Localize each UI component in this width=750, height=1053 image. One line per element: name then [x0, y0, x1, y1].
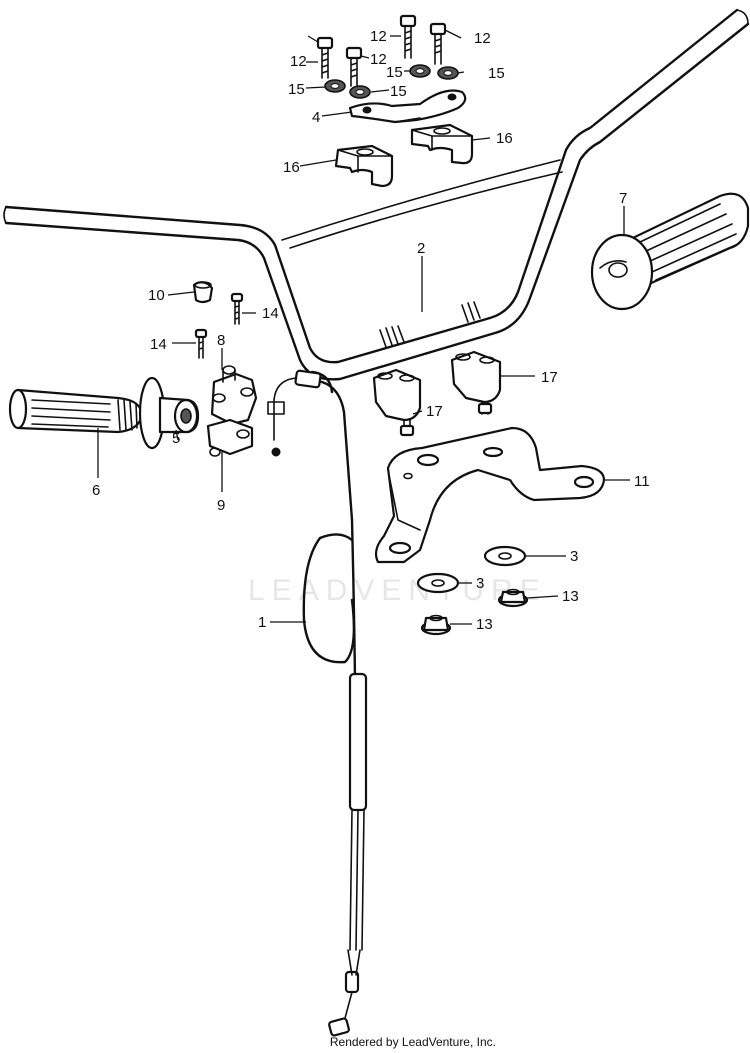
callout-15: 15	[288, 81, 305, 98]
callout-labels: 12 12 12 12 15 15 15 15 4 16 16 2 7 10 1…	[92, 28, 650, 633]
callout-16: 16	[283, 159, 300, 176]
callout-3: 3	[570, 548, 578, 565]
callout-15: 15	[488, 65, 505, 82]
callout-10: 10	[148, 287, 165, 304]
lower-holder-17-left	[372, 368, 422, 437]
knurl-band-left	[379, 325, 405, 348]
callout-12: 12	[370, 51, 387, 68]
watermark-text: LEADVENTURE	[248, 574, 547, 607]
handlebar	[3, 8, 750, 381]
callout-6: 6	[92, 482, 100, 499]
callout-13: 13	[562, 588, 579, 605]
callout-12: 12	[370, 28, 387, 45]
washer-15-a	[324, 79, 346, 93]
screw-14-a	[230, 292, 244, 325]
callout-12: 12	[290, 53, 307, 70]
callout-1: 1	[258, 614, 266, 631]
bolt-12-c	[399, 14, 417, 59]
screw-14-b	[194, 328, 208, 359]
left-grip	[8, 388, 144, 434]
throttle-housing	[206, 365, 258, 457]
render-credit: Rendered by LeadVenture, Inc.	[329, 1035, 496, 1049]
throttle-cable	[267, 369, 368, 1037]
washer-15-c	[409, 64, 431, 78]
cap-10	[192, 281, 214, 304]
upper-holder-16-right	[410, 123, 474, 165]
washer-15-b	[349, 85, 371, 99]
callout-17: 17	[541, 369, 558, 386]
lower-holder-17-right	[450, 350, 502, 415]
callout-8: 8	[217, 332, 225, 349]
upper-holder-plate	[348, 89, 467, 124]
callout-9: 9	[217, 497, 225, 514]
bolt-12-a	[316, 36, 334, 79]
callout-11: 11	[634, 473, 650, 490]
callout-12: 12	[474, 30, 491, 47]
callout-13: 13	[476, 616, 493, 633]
callout-16: 16	[496, 130, 513, 147]
right-grip	[590, 192, 750, 311]
callout-14: 14	[262, 305, 279, 322]
throttle-grip	[138, 376, 200, 450]
washer-3-b	[416, 572, 460, 594]
holder-bracket	[374, 426, 606, 564]
knurl-band-right	[461, 301, 481, 323]
bolt-12-b	[345, 46, 363, 87]
upper-holder-16-left	[334, 144, 394, 188]
callout-4: 4	[312, 109, 320, 126]
callout-7: 7	[619, 190, 627, 207]
nut-13-b	[420, 614, 452, 636]
callout-2: 2	[417, 240, 425, 257]
callout-3: 3	[476, 575, 484, 592]
washer-3-a	[483, 545, 527, 567]
callout-17: 17	[426, 403, 443, 420]
callout-15: 15	[386, 64, 403, 81]
bolt-12-d	[429, 22, 447, 65]
callout-5: 5	[172, 430, 180, 447]
washer-15-d	[437, 66, 459, 80]
nut-13-a	[497, 588, 529, 608]
leader-lines	[97, 29, 630, 625]
callout-15: 15	[390, 83, 407, 100]
callout-14: 14	[150, 336, 167, 353]
